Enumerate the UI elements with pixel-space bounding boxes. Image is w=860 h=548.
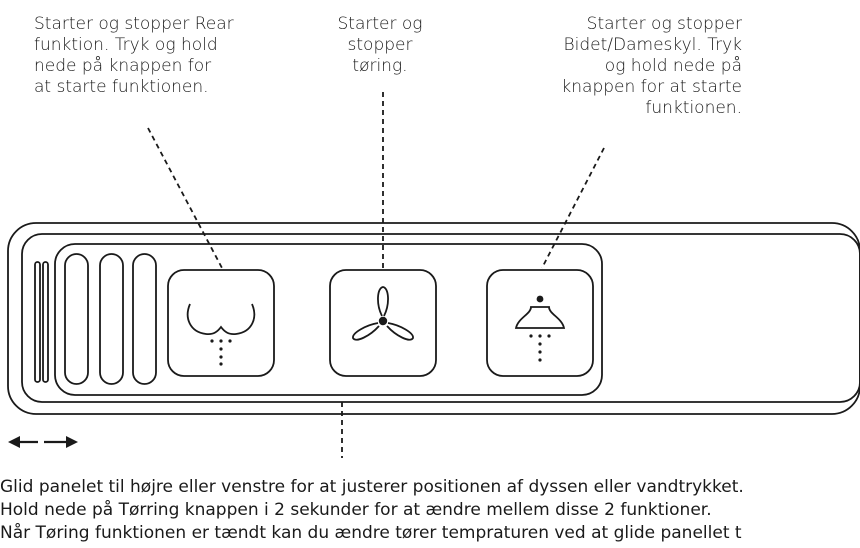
drying-callout-line: stopper <box>347 35 413 55</box>
drying-callout-line: Starter og <box>337 14 423 34</box>
rear-callout-line: nede på knappen for <box>34 56 212 76</box>
bidet-callout-line: og hold nede på <box>604 56 742 76</box>
bidet-icon <box>514 306 566 329</box>
bidet-leader-line <box>541 147 605 269</box>
instructions-block: Glid panelet til højre eller venstre for… <box>0 476 860 545</box>
bidet-callout-line: Bidet/Dameskyl. Tryk <box>563 35 743 55</box>
bidet-button[interactable] <box>486 269 594 377</box>
instruction-line: Glid panelet til højre eller venstre for… <box>0 477 744 497</box>
grip-line <box>42 261 49 383</box>
panel-housing-outer <box>7 222 860 415</box>
rear-callout-line: at starte funktionen. <box>34 77 209 97</box>
rear-wash-icon <box>186 303 256 336</box>
drying-callout-line: tøring. <box>352 56 408 76</box>
bidet-callout-line: knappen for at starte <box>561 77 742 97</box>
instruction-line: Når Tøring funktionen er tændt kan du æn… <box>0 523 742 543</box>
grip-line <box>34 261 41 383</box>
panel-housing-inner <box>21 233 860 403</box>
rear-wash-button[interactable] <box>167 269 275 377</box>
drying-callout: Starter og stopper tøring. <box>300 14 460 77</box>
rear-callout-line: funktion. Tryk og hold <box>34 35 218 55</box>
grip-bar <box>99 253 124 385</box>
rear-callout: Starter og stopper Rear funktion. Tryk o… <box>34 14 294 98</box>
instruction-line: Hold nede på Tørring knappen i 2 sekunde… <box>0 500 712 520</box>
sliding-panel[interactable] <box>54 243 603 396</box>
grip-bar <box>64 253 89 385</box>
bidet-callout-line: funktionen. <box>645 98 742 118</box>
rear-leader-line <box>147 127 223 269</box>
rear-callout-line: Starter og stopper Rear <box>34 14 234 34</box>
fan-icon <box>352 286 414 341</box>
bidet-callout: Starter og stopper Bidet/Dameskyl. Tryk … <box>482 14 742 119</box>
double-arrow-icon <box>8 436 78 448</box>
bidet-callout-line: Starter og stopper <box>586 14 742 34</box>
grip-bar <box>132 253 157 385</box>
drying-button[interactable] <box>329 269 437 377</box>
